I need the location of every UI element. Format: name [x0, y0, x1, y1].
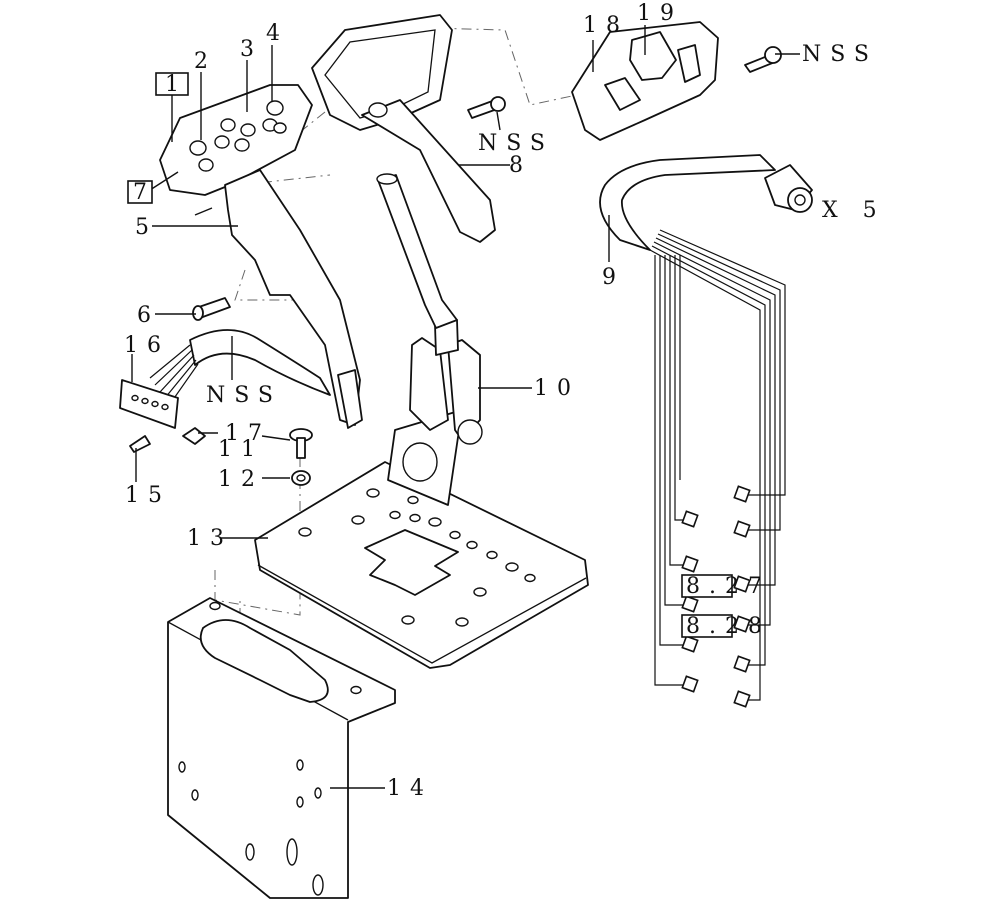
- hardware: [129, 46, 782, 486]
- callout-8: 8: [509, 153, 532, 178]
- wire-terminals: [681, 485, 751, 708]
- note-nss-top-right: NSS: [802, 42, 878, 67]
- callout-7-box: [127, 180, 153, 204]
- note-connector-x: X 5: [822, 198, 886, 223]
- handle-assembly: [311, 14, 496, 243]
- callout-12: 12: [218, 467, 264, 492]
- callout-3: 3: [240, 37, 263, 62]
- leader-lines: [131, 25, 800, 789]
- left-harness: [119, 329, 363, 429]
- ref-a: 8.27: [686, 574, 771, 599]
- callout-11: 11: [218, 437, 264, 462]
- right-cable-harness: [599, 154, 813, 708]
- callout-10: 10: [534, 376, 580, 401]
- callout-18: 18: [583, 13, 629, 38]
- note-nss-mid: NSS: [478, 131, 554, 156]
- plate-holes: [298, 488, 536, 627]
- callout-13: 13: [187, 526, 233, 551]
- grip-assembly: [159, 84, 361, 426]
- callout-1: 1: [165, 72, 188, 97]
- grip-buttons: [189, 100, 287, 172]
- callout-19: 19: [637, 1, 683, 26]
- callout-9: 9: [602, 265, 625, 290]
- callout-1-box: [155, 72, 189, 96]
- callout-5: 5: [135, 215, 158, 240]
- callout-16: 16: [124, 333, 170, 358]
- note-nss-cable: NSS: [206, 383, 282, 408]
- cable-wires: [649, 229, 786, 701]
- callout-2: 2: [194, 49, 217, 74]
- callout-17: 17: [225, 421, 271, 446]
- callout-4: 4: [266, 21, 289, 46]
- mounting-bracket: [167, 597, 396, 899]
- grip-cover: [571, 21, 719, 141]
- callout-6: 6: [137, 303, 160, 328]
- callout-14: 14: [387, 776, 433, 801]
- ref-b-box: [681, 614, 733, 638]
- labels: 1 2 3 4 5 6 7 8 9 10 11 12 13 14 15 16 1…: [124, 1, 886, 801]
- callout-7: 7: [133, 180, 156, 205]
- lever-assembly: [376, 173, 483, 506]
- ref-a-box: [681, 574, 733, 598]
- callout-15: 15: [125, 483, 171, 508]
- ref-b: 8.28: [686, 614, 771, 639]
